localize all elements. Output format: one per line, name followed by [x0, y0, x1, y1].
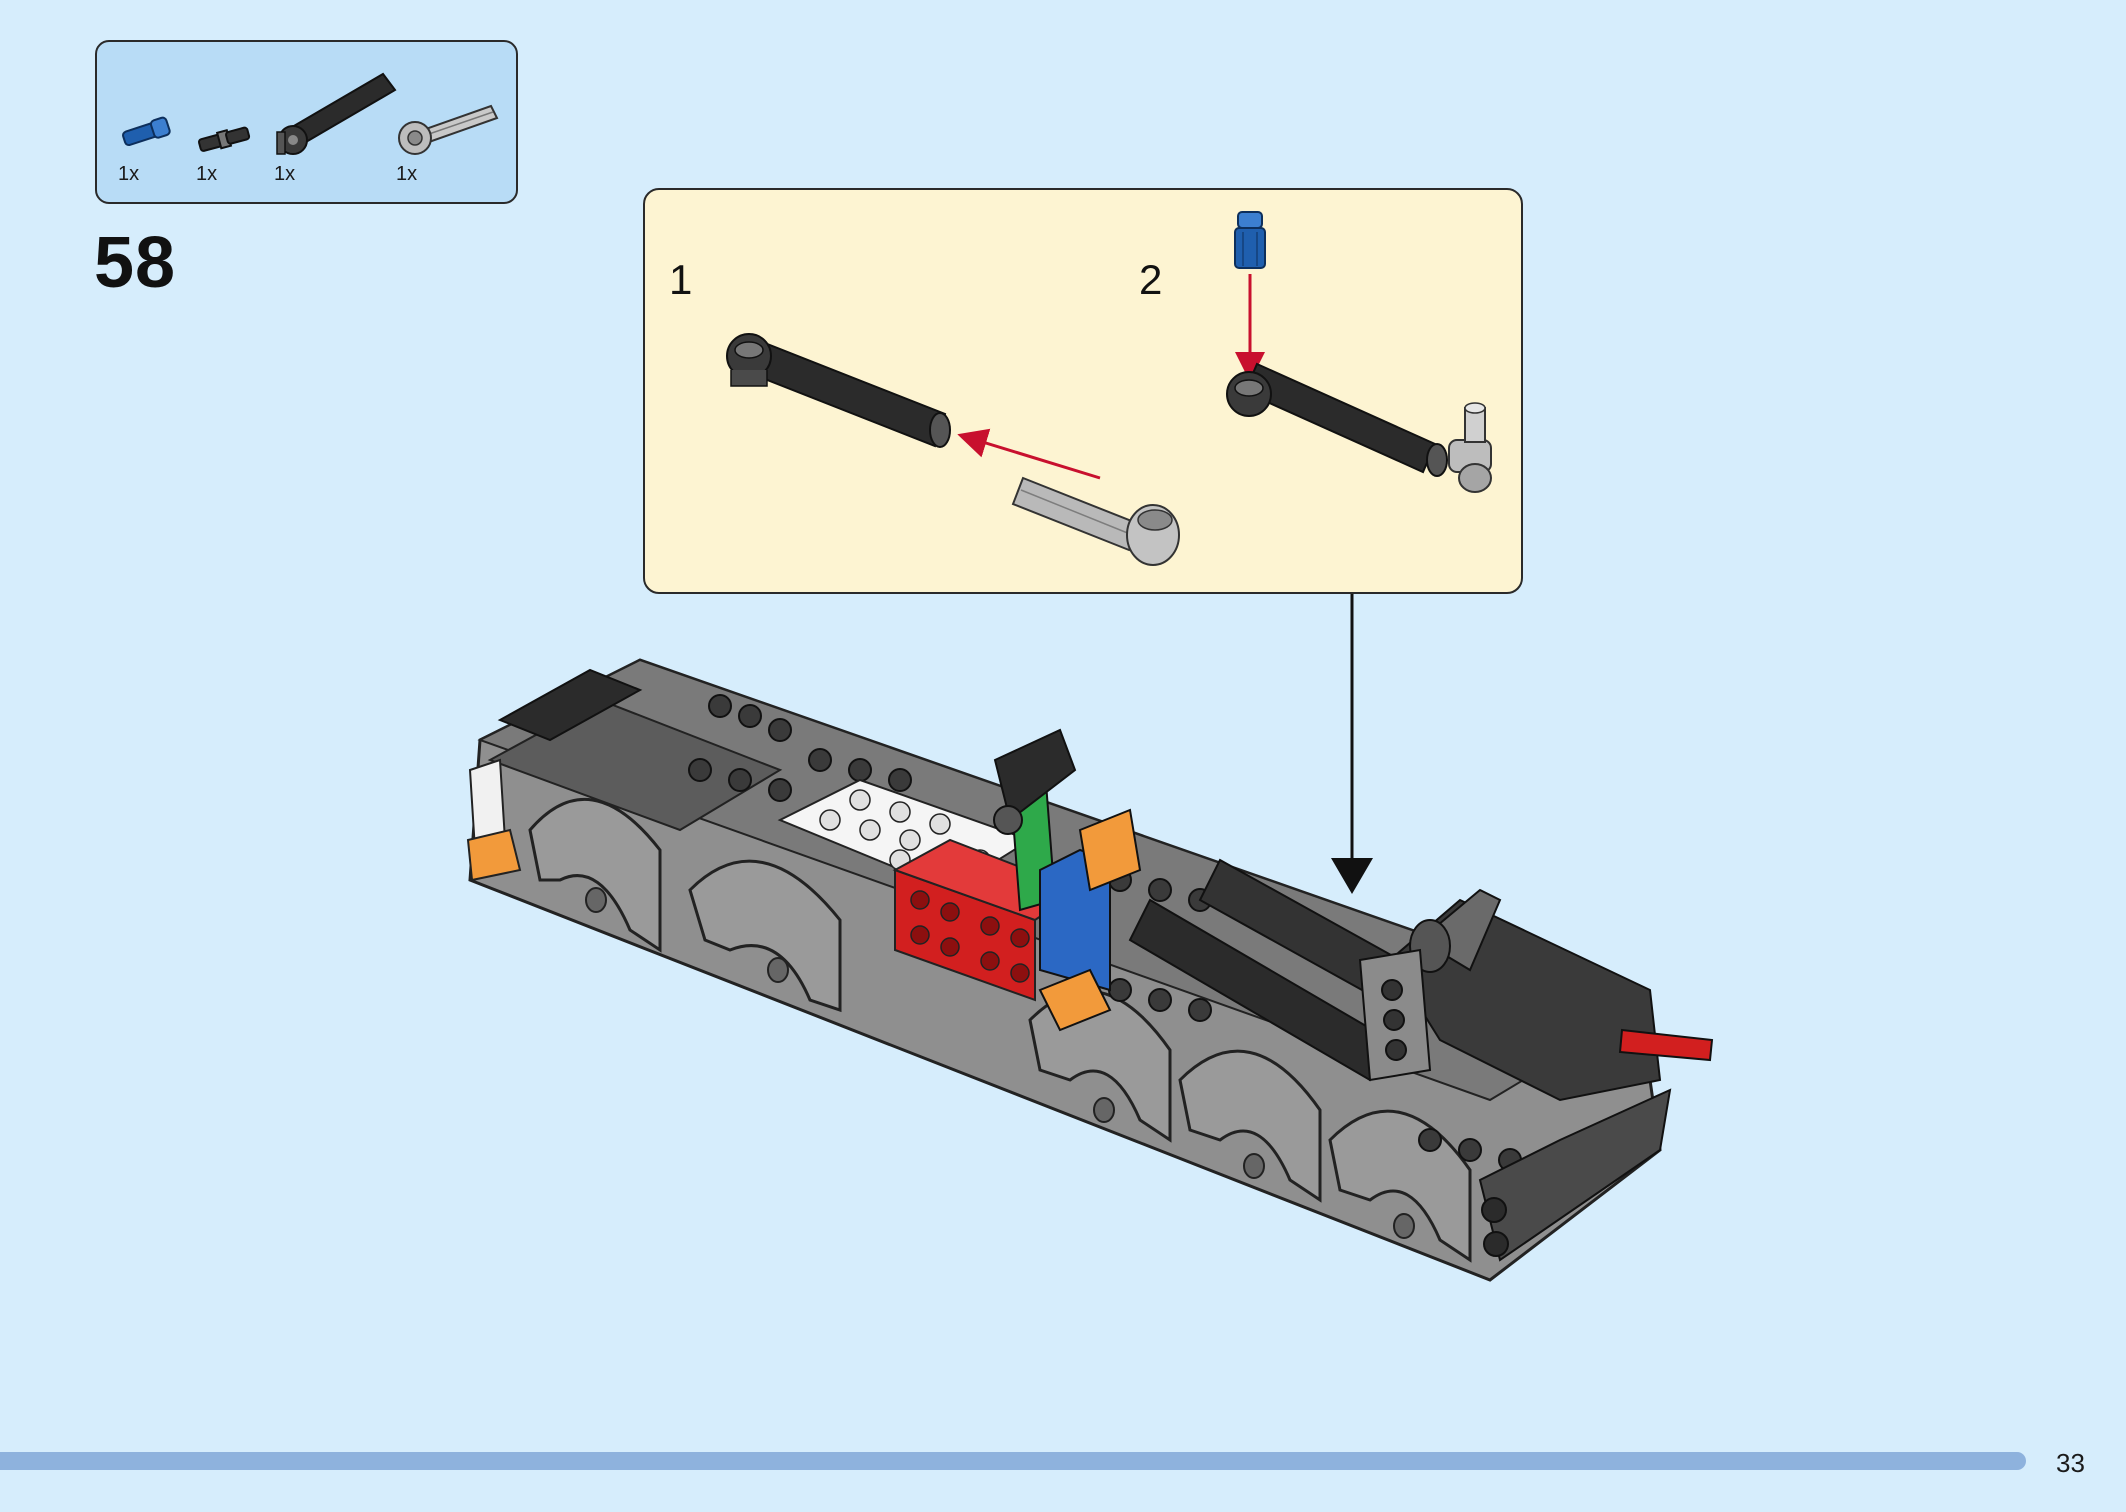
- axle-pin: [1243, 1153, 1265, 1179]
- step-number: 58: [94, 223, 177, 303]
- orange-tile: [1038, 968, 1112, 1032]
- part-quantity: 1x: [118, 163, 140, 185]
- red-axle: [1618, 1028, 1714, 1062]
- insert-arrow: [957, 428, 1101, 480]
- wheel-arch: [688, 859, 842, 1013]
- substep-number: 2: [1139, 256, 1163, 303]
- shock-absorber-body: [726, 333, 951, 448]
- part-quantity: 1x: [196, 163, 218, 185]
- wheel-arch: [528, 797, 662, 953]
- wheel-arch: [1178, 1049, 1322, 1203]
- black-beam-vertical: [993, 728, 1077, 822]
- part-quantity: 1x: [274, 163, 296, 185]
- substep-number: 1: [669, 256, 693, 303]
- front-orange-trim: [466, 828, 522, 882]
- blue-connector-pin-icon: [122, 116, 171, 147]
- orange-brick: [1078, 808, 1142, 892]
- parts-list-box: 1x 1x 1x 1x: [95, 40, 518, 204]
- piston-rod: [1011, 476, 1180, 566]
- gray-piston-rod-icon: [398, 104, 499, 155]
- axle-pin: [767, 957, 789, 983]
- callout-illustration: [726, 211, 1492, 566]
- beam-hole: [993, 805, 1023, 835]
- black-shock-absorber-icon: [276, 72, 397, 155]
- sub-assembly-callout: 1 2: [643, 188, 1523, 594]
- blue-pin: [1234, 211, 1266, 269]
- part-quantity: 1x: [396, 163, 418, 185]
- front-motor: [497, 668, 643, 742]
- black-axle-pin-icon: [198, 126, 251, 152]
- page-progress-bar: [0, 1452, 2026, 1470]
- axle-pin: [585, 887, 607, 913]
- axle-pin: [1393, 1213, 1415, 1239]
- assembled-shock-absorber: [1226, 362, 1492, 493]
- axle-pin: [1093, 1097, 1115, 1123]
- page-number: 33: [2056, 1448, 2085, 1478]
